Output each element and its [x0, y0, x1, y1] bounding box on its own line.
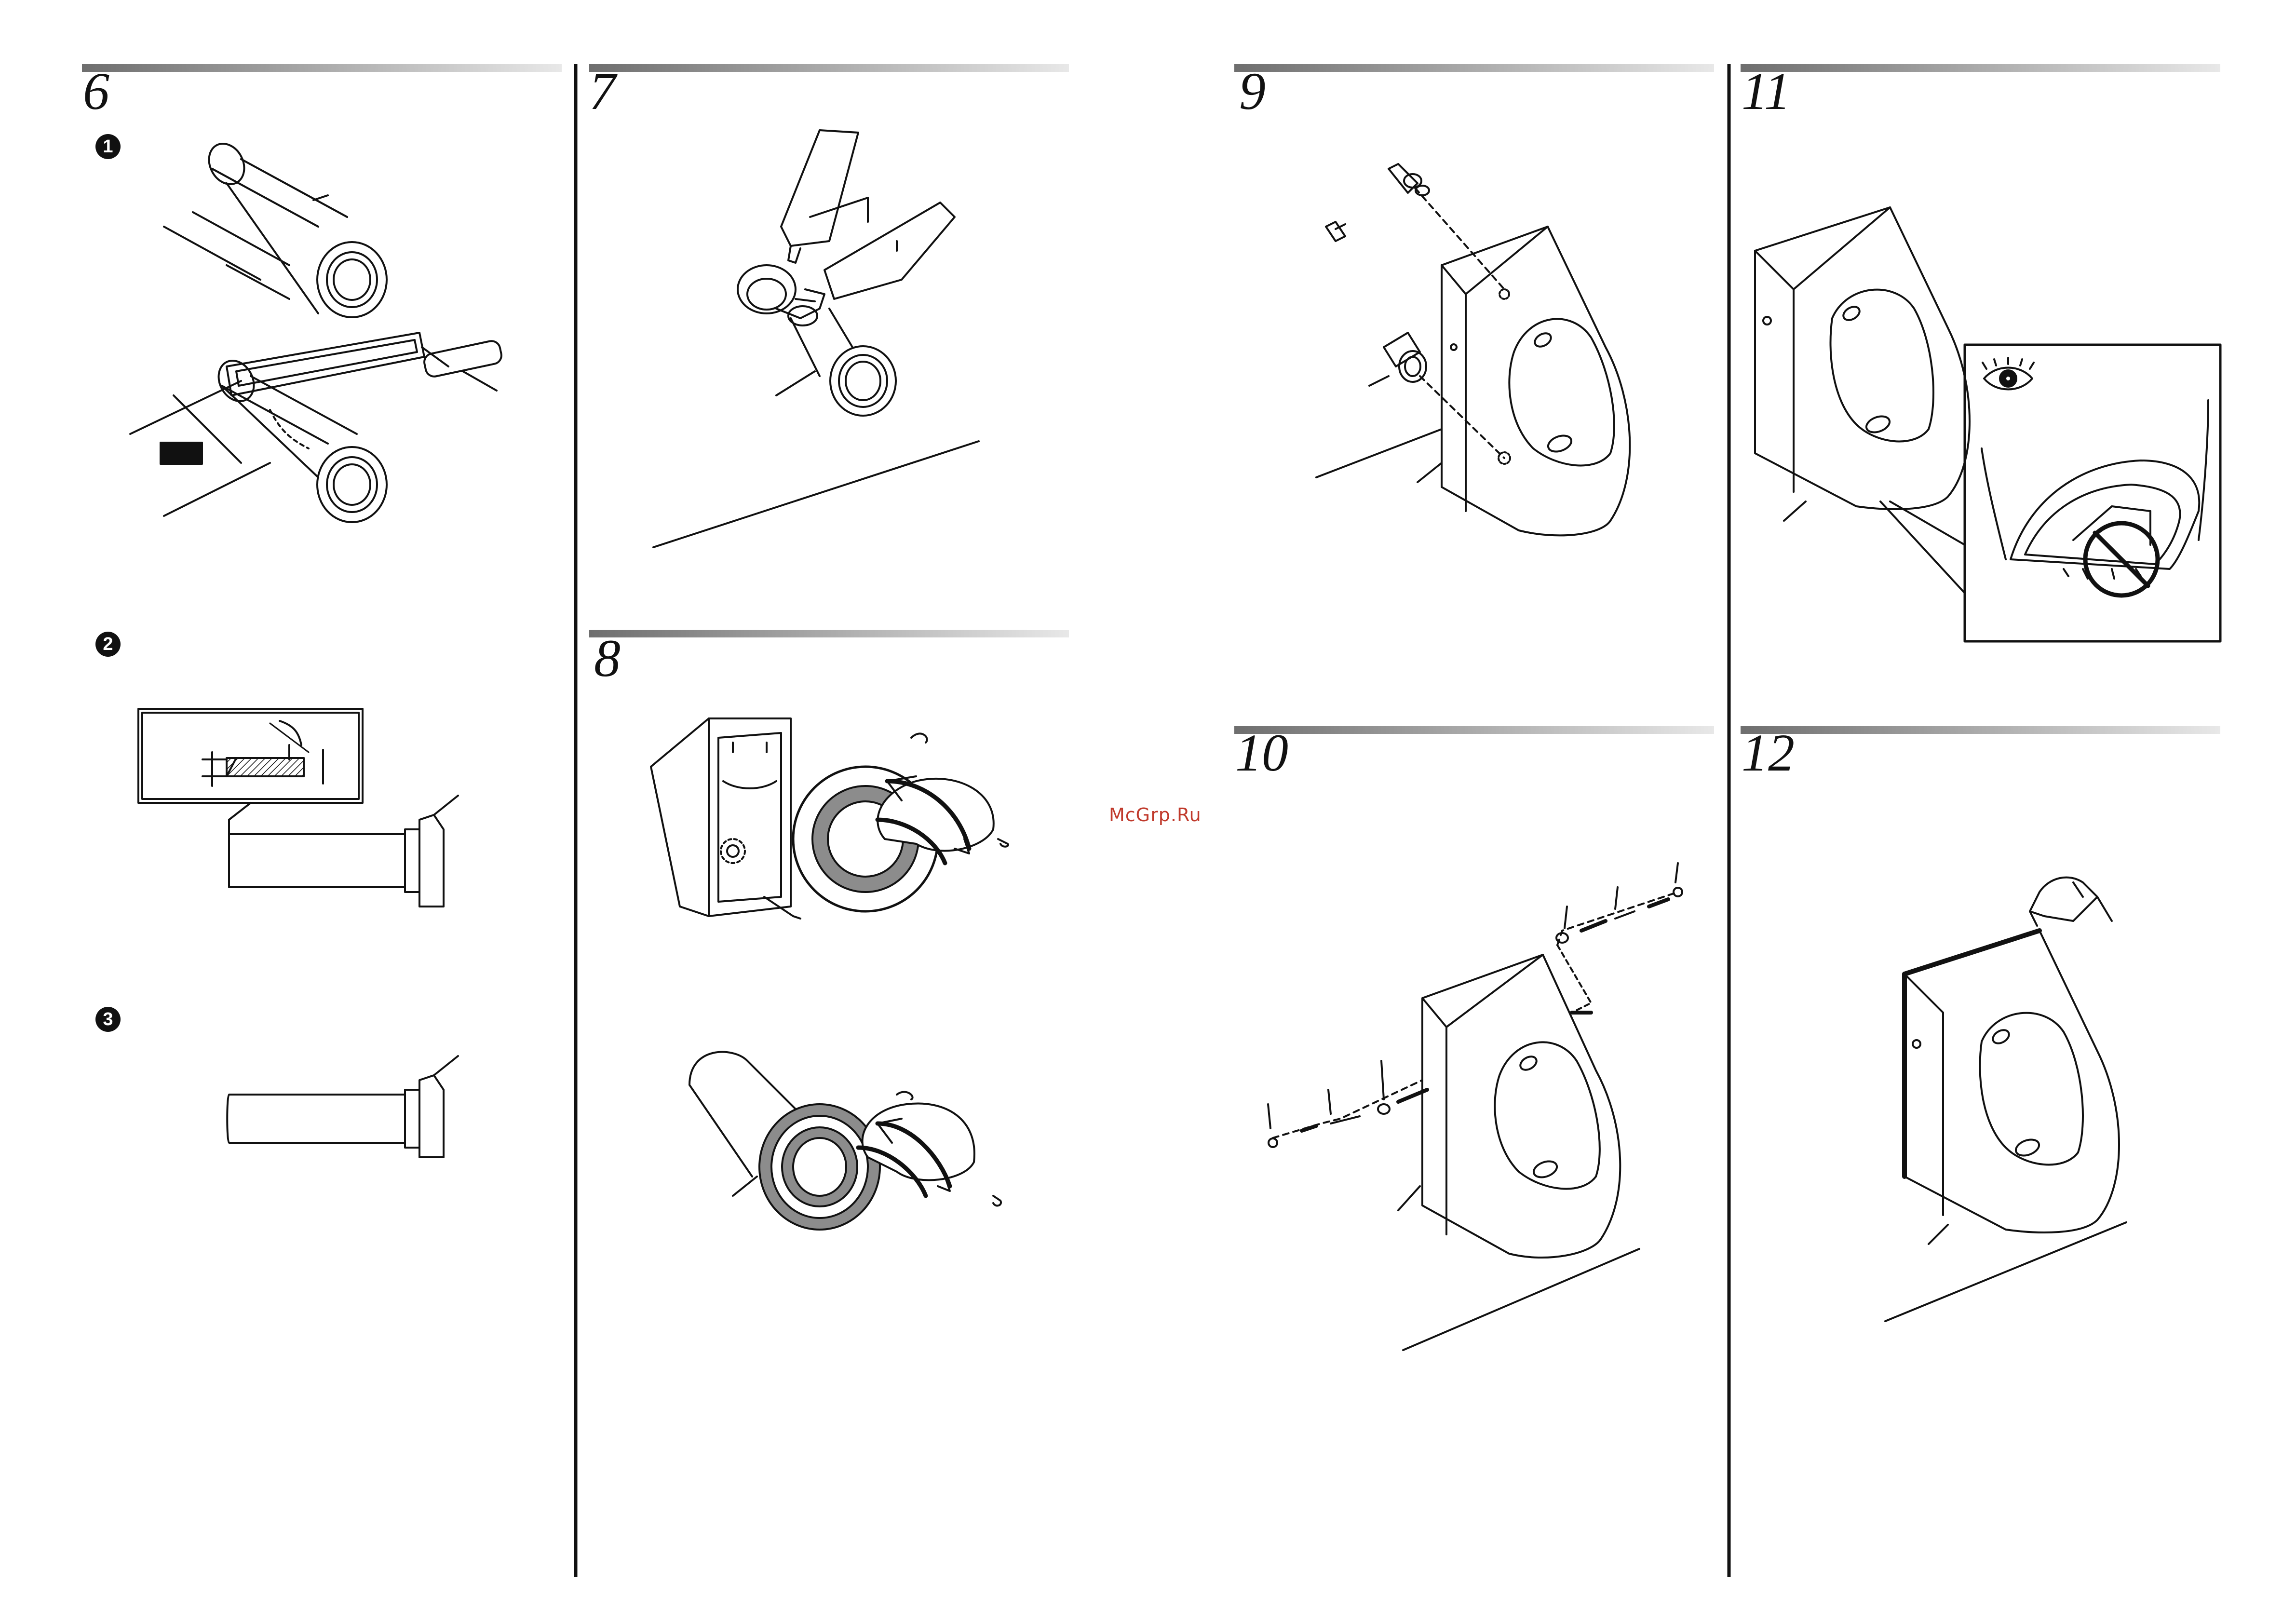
- lubricant-tubes-illustration: [653, 130, 979, 547]
- hacksaw-cutting-illustration: [130, 333, 503, 522]
- gasket-fitting-illustration: [651, 718, 1008, 919]
- step-number-7: 7: [589, 65, 616, 118]
- substep-badge-1: 1: [95, 134, 121, 159]
- finished-pipe-illustration: [227, 1056, 458, 1157]
- step-number-6: 6: [83, 65, 109, 118]
- step-number-9: 9: [1239, 65, 1266, 118]
- watermark: McGrp.Ru: [1109, 804, 1202, 826]
- substep-badge-2: 2: [95, 632, 121, 657]
- substep-badge-3: 3: [95, 1007, 121, 1032]
- urinal-inspection-illustration: [1755, 207, 2220, 641]
- step-header-bars: [82, 64, 2220, 734]
- step-number-12: 12: [1742, 726, 1795, 779]
- pipe-gasket-close-illustration: [689, 1052, 1001, 1230]
- pipe-measure-illustration: [164, 137, 387, 317]
- urinal-sealing-illustration: [1885, 878, 2126, 1321]
- step-number-11: 11: [1742, 65, 1791, 118]
- step-number-8: 8: [594, 632, 621, 685]
- urinal-bolts-illustration: [1268, 863, 1682, 1350]
- urinal-fixing-illustration: [1316, 164, 1630, 535]
- pipe-chamfer-detail: [138, 709, 458, 907]
- step-number-10: 10: [1235, 726, 1288, 779]
